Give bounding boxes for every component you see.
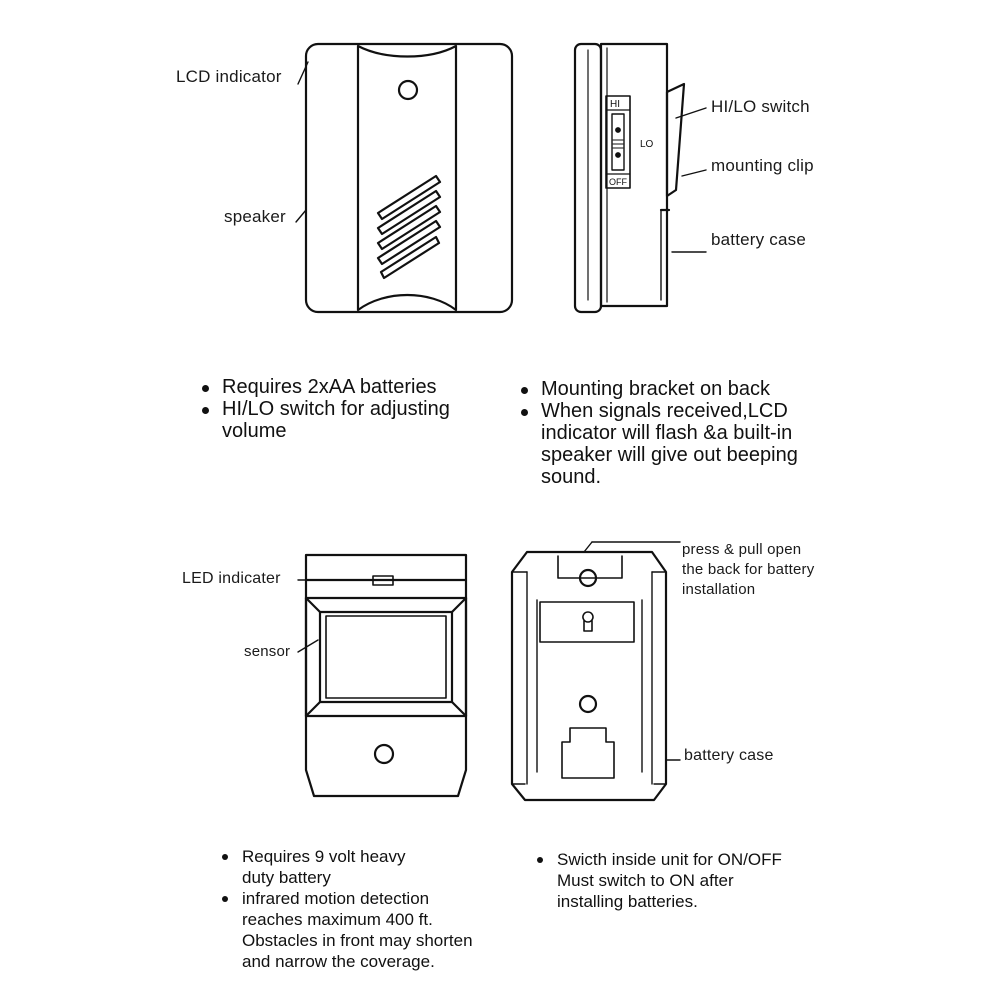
receiver-features-left: Requires 2xAA batteries HI/LO switch for… — [200, 376, 450, 442]
list-item: Requires 9 volt heavy duty battery — [220, 846, 473, 888]
mounting-clip — [665, 82, 686, 198]
hi-lo-switch-label: HI/LO switch — [711, 97, 810, 116]
led-indicator-label: LED indicater — [182, 570, 281, 587]
mounting-clip-label: mounting clip — [711, 156, 814, 175]
switch-off-label: OFF — [609, 177, 627, 187]
battery-door-top — [557, 555, 623, 579]
led-indicator-icon — [372, 575, 394, 586]
sensor-features-right: Swicth inside unit for ON/OFF Must switc… — [535, 849, 782, 912]
sensor-label: sensor — [244, 643, 291, 660]
sensor-bottom-hole-icon — [373, 743, 395, 765]
lcd-leader-line — [297, 61, 309, 85]
speaker-label: speaker — [224, 207, 286, 226]
battery-compartment — [561, 727, 615, 779]
hi-lo-switch-icon — [605, 95, 631, 189]
middle-screw-hole-icon — [578, 694, 598, 714]
back-body — [510, 550, 668, 802]
side-body — [599, 42, 669, 308]
sensor-leader-line — [297, 639, 319, 653]
sensor-lens — [325, 615, 447, 699]
receiver-battery-case-label: battery case — [711, 230, 807, 249]
list-item: HI/LO switch for adjusting volume — [200, 398, 450, 442]
hi-lo-leader-line — [675, 107, 707, 119]
list-item: Requires 2xAA batteries — [200, 376, 450, 398]
receiver-front-panel — [356, 44, 458, 312]
receiver-body — [304, 42, 514, 314]
switch-hi-label: HI — [610, 99, 620, 110]
speaker-leader-line — [295, 209, 307, 223]
receiver-features-right: Mounting bracket on back When signals re… — [519, 378, 798, 488]
sensor-body — [304, 553, 468, 798]
press-pull-leader-line — [583, 541, 593, 553]
receiver-side-view — [573, 42, 686, 314]
keyhole-icon — [582, 611, 594, 632]
lcd-indicator-label: LCD indicator — [176, 67, 282, 86]
receiver-front-view — [304, 42, 514, 314]
list-item: When signals received,LCD indicator will… — [519, 400, 798, 488]
lcd-indicator-icon — [397, 79, 419, 101]
switch-lo-label: LO — [640, 139, 654, 150]
sensor-battery-case-label: battery case — [684, 747, 774, 764]
keyhole-slot-frame — [539, 601, 635, 643]
sensor-front-view — [304, 553, 468, 798]
press-pull-label: press & pull open the back for battery i… — [682, 541, 815, 598]
speaker-grille — [376, 174, 442, 280]
top-screw-hole-icon — [578, 568, 598, 588]
list-item: Mounting bracket on back — [519, 378, 798, 400]
list-item: Swicth inside unit for ON/OFF Must switc… — [535, 849, 782, 912]
sensor-features-left: Requires 9 volt heavy duty battery infra… — [220, 846, 473, 972]
list-item: infrared motion detection reaches maximu… — [220, 888, 473, 972]
sensor-back-view — [510, 550, 668, 802]
clip-leader-line — [681, 169, 707, 177]
